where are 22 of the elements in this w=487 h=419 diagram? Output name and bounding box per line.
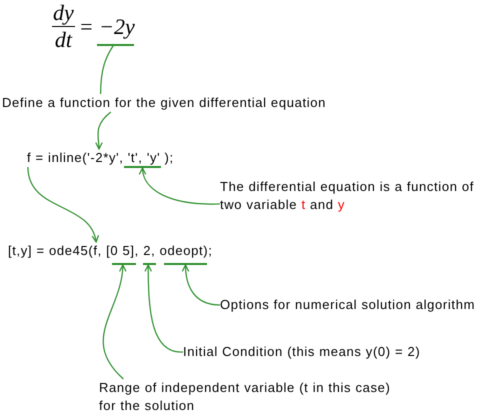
annotation-text: f = inline('-2*y', 't', 'y' ); xyxy=(27,149,207,167)
arrow xyxy=(102,264,126,380)
underline-mark xyxy=(164,263,207,265)
underline-mark xyxy=(112,263,136,265)
numerator: dy xyxy=(52,2,75,24)
annotation-text: Define a function for the given differential equation xyxy=(2,94,342,112)
arrow xyxy=(94,112,112,150)
annotation-text: Options for numerical solution algorithm xyxy=(220,296,486,314)
underline-mark xyxy=(97,44,134,46)
annotation-text: Initial Condition (this means y(0) = 2) xyxy=(183,343,443,361)
underline-mark xyxy=(124,166,161,168)
arrow xyxy=(27,166,98,243)
arrow xyxy=(144,264,184,353)
arrow xyxy=(182,264,220,306)
denominator: dt xyxy=(54,29,73,51)
leader-line xyxy=(100,44,114,94)
arrow xyxy=(139,167,220,205)
annotation-text: [t,y] = ode45(f, [0 5], 2, odeopt); xyxy=(8,242,223,260)
underline-mark xyxy=(143,263,156,265)
annotation-text: Range of independent variable (t in this case) for the solution xyxy=(99,379,404,415)
equation-text: = −2y xyxy=(78,16,135,38)
annotation-text: The differential equation is a function of two variable t and y xyxy=(220,178,486,214)
